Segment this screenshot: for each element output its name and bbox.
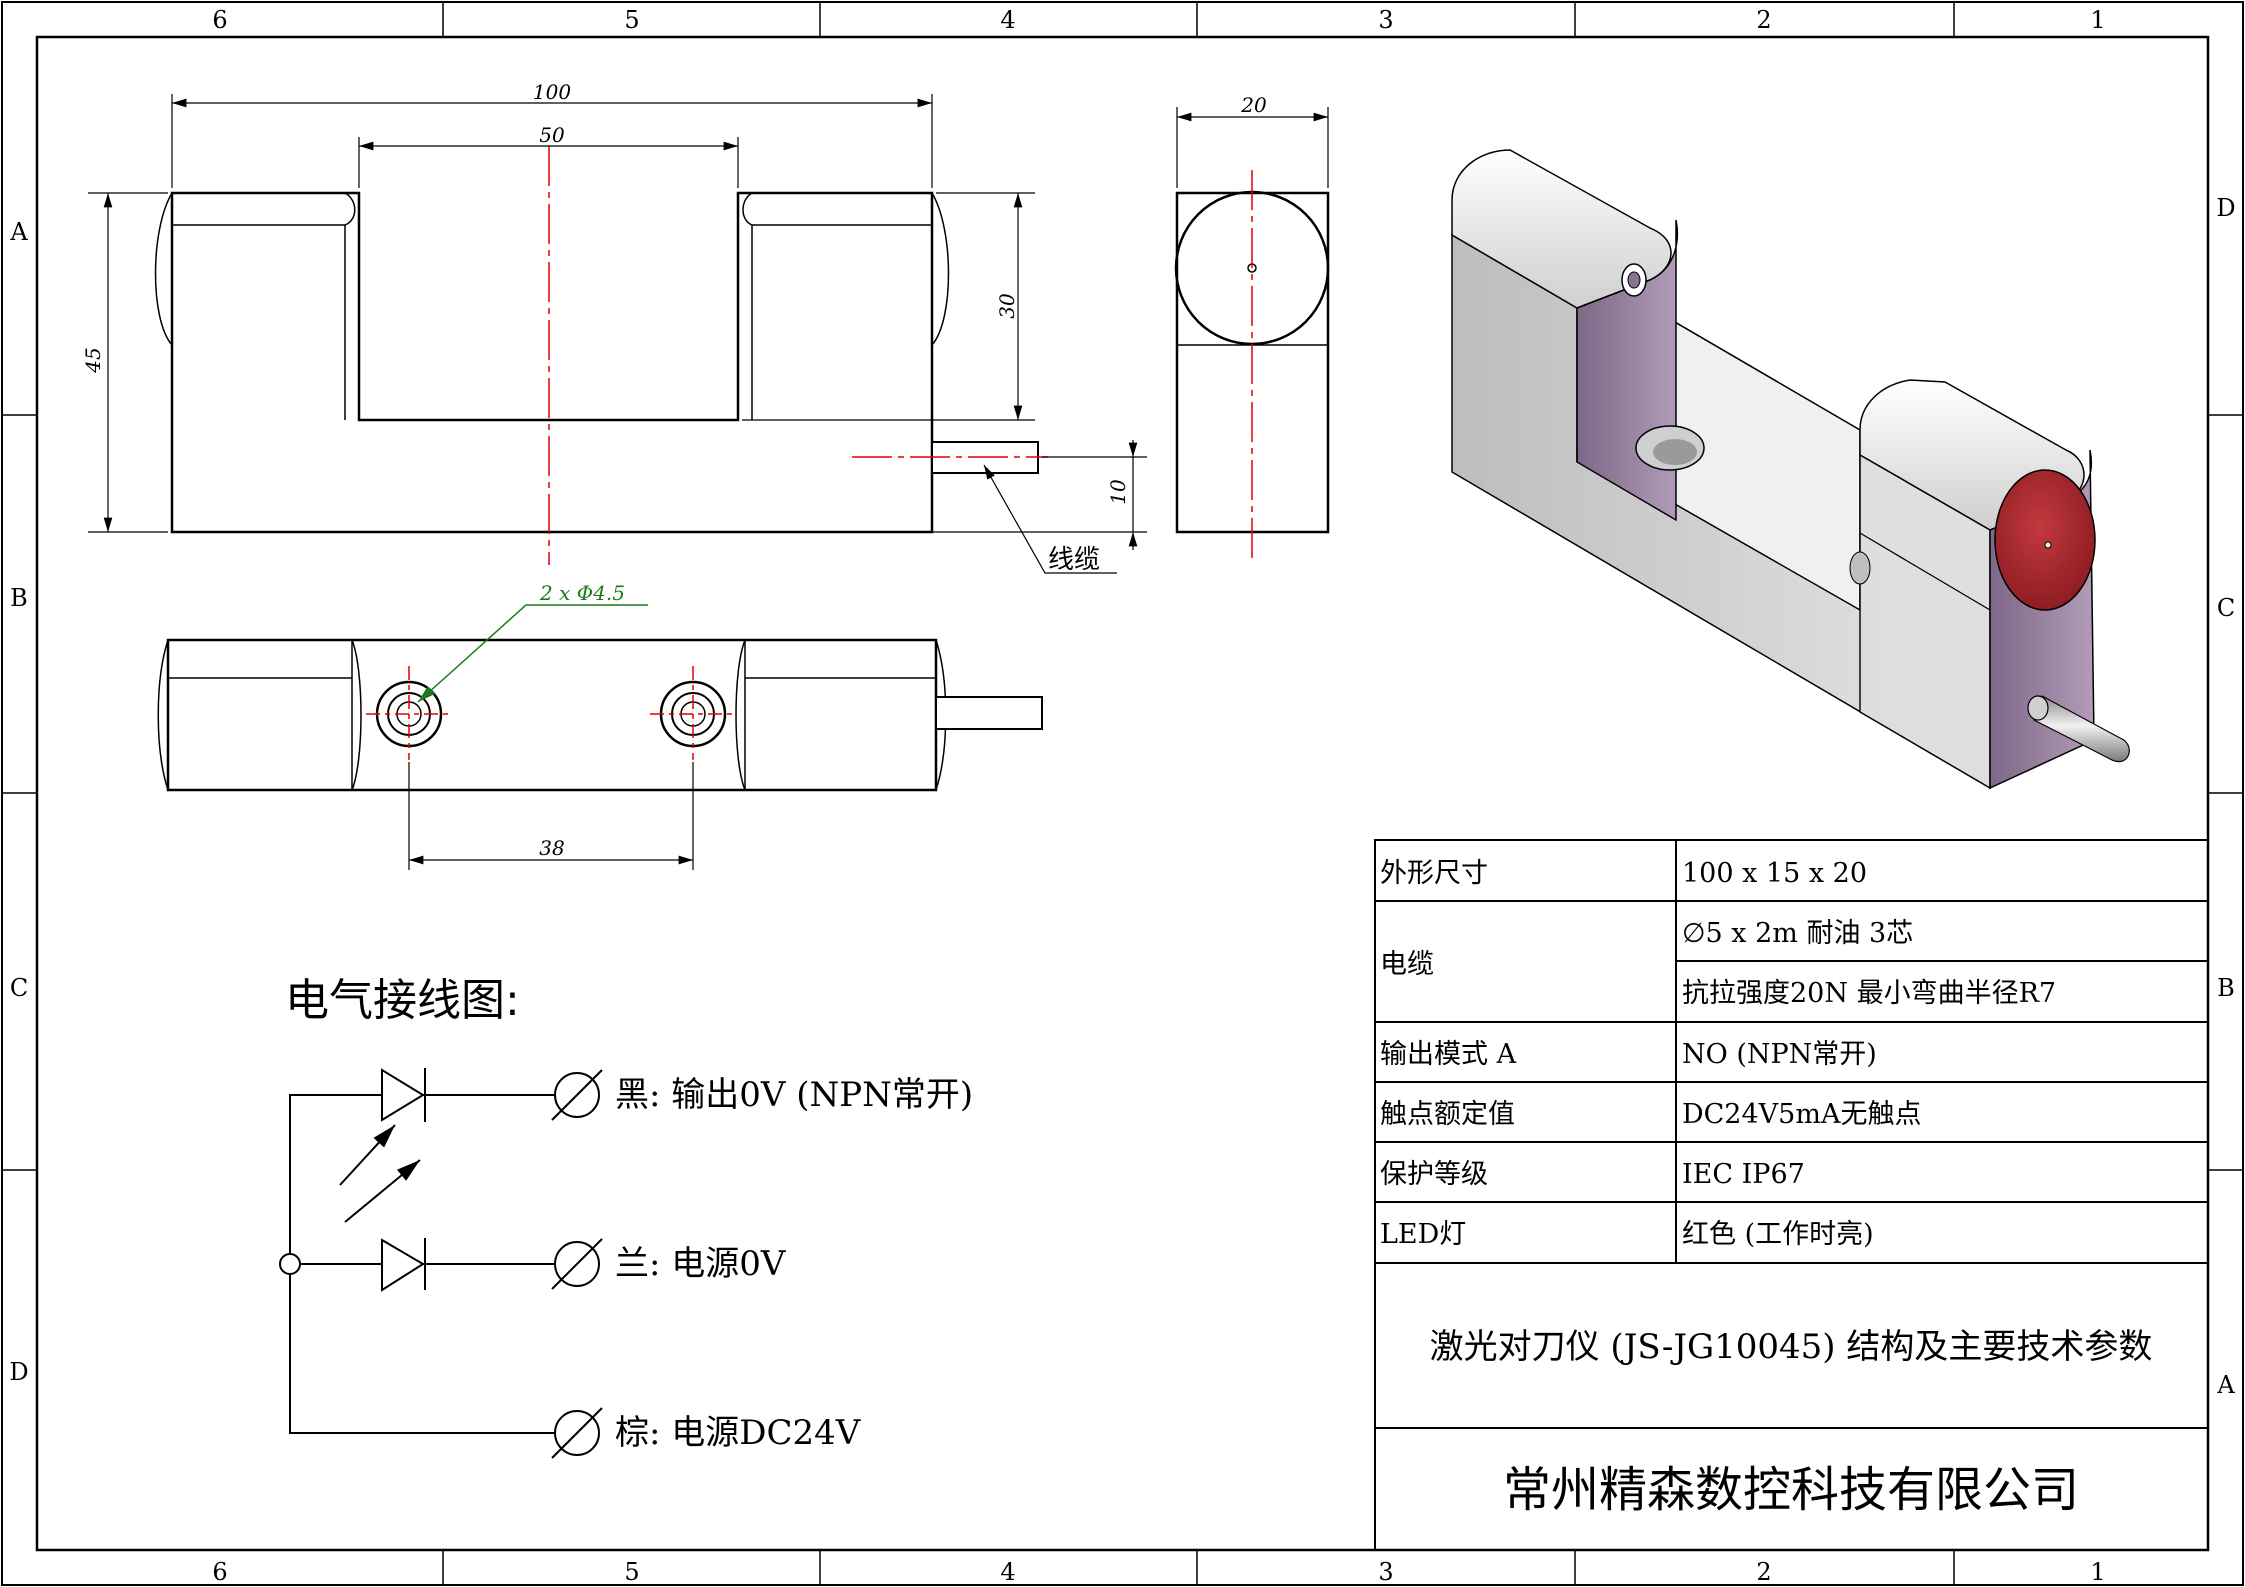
zone-left-2: B xyxy=(10,584,28,612)
led-lens xyxy=(1994,469,2096,611)
zone-top-1: 6 xyxy=(212,6,227,34)
zone-right-2: C xyxy=(2217,594,2235,622)
wiring-diagram: 电气接线图: 黑: 输出0V (NPN常开) 兰: 电源0V 棕: 电源DC24… xyxy=(279,975,973,1459)
spec-label-rating: 触点额定值 xyxy=(1380,1099,1515,1130)
zone-right-3: B xyxy=(2217,974,2235,1002)
product-title: 激光对刀仪 (JS-JG10045) 结构及主要技术参数 xyxy=(1430,1327,2153,1367)
zone-bottom-1: 6 xyxy=(212,1558,227,1586)
zone-bottom-4: 3 xyxy=(1378,1558,1393,1586)
top-view: 38 2 x Φ4.5 xyxy=(157,581,1043,870)
front-view xyxy=(154,146,1048,565)
zone-labels: 6 5 4 3 2 1 6 5 4 3 2 1 A B C D D C B A xyxy=(9,6,2235,1586)
spec-label-cable: 电缆 xyxy=(1380,949,1434,980)
wire-black-label: 黑: 输出0V (NPN常开) xyxy=(615,1075,973,1115)
spec-label-output: 输出模式 A xyxy=(1380,1039,1517,1070)
wiring-title: 电气接线图: xyxy=(285,975,520,1026)
zone-right-1: D xyxy=(2216,194,2235,222)
dim-height: 45 xyxy=(81,347,105,373)
spec-value-rating: DC24V5mA无触点 xyxy=(1682,1099,1921,1130)
zone-left-1: A xyxy=(9,218,28,246)
zone-top-5: 2 xyxy=(1756,6,1771,34)
spec-value-protection: IEC IP67 xyxy=(1682,1159,1805,1190)
spec-table: 外形尺寸 100 x 15 x 20 电缆 ∅5 x 2m 耐油 3芯 抗拉强度… xyxy=(1374,839,2209,1551)
hole-callout: 2 x Φ4.5 xyxy=(539,581,625,605)
zone-bottom-5: 2 xyxy=(1756,1558,1771,1586)
dim-overall-length: 100 xyxy=(533,80,571,104)
spec-value-output: NO (NPN常开) xyxy=(1682,1039,1877,1070)
spec-value-cable-2: 抗拉强度20N 最小弯曲半径R7 xyxy=(1682,978,2056,1009)
zone-bottom-3: 4 xyxy=(1000,1558,1015,1586)
zone-left-4: D xyxy=(9,1358,28,1386)
cable-label: 线缆 xyxy=(1048,545,1100,575)
spec-value-dimensions: 100 x 15 x 20 xyxy=(1682,858,1867,889)
dim-slot-width: 50 xyxy=(539,123,565,147)
zone-right-4: A xyxy=(2216,1371,2235,1399)
dim-cable-offset: 10 xyxy=(1106,479,1130,505)
dim-side-width: 20 xyxy=(1240,93,1267,117)
zone-left-3: C xyxy=(10,974,28,1002)
wire-blue-label: 兰: 电源0V xyxy=(615,1244,787,1284)
zone-top-4: 3 xyxy=(1378,6,1393,34)
isometric-view xyxy=(1451,149,2130,790)
spec-value-led: 红色 (工作时亮) xyxy=(1682,1219,1874,1250)
side-view: 20 xyxy=(1174,93,1330,563)
spec-label-protection: 保护等级 xyxy=(1380,1159,1488,1190)
spec-value-cable-1: ∅5 x 2m 耐油 3芯 xyxy=(1682,918,1913,949)
zone-bottom-6: 1 xyxy=(2090,1558,2105,1586)
wire-brown-label: 棕: 电源DC24V xyxy=(615,1413,862,1453)
spec-label-led: LED灯 xyxy=(1380,1219,1466,1250)
front-view-dimensions: 100 50 45 30 10 线缆 xyxy=(81,80,1147,575)
dim-hole-spacing: 38 xyxy=(539,836,564,860)
zone-top-2: 5 xyxy=(624,6,639,34)
spec-label-dimensions: 外形尺寸 xyxy=(1380,858,1488,889)
zone-bottom-2: 5 xyxy=(624,1558,639,1586)
zone-top-6: 1 xyxy=(2090,6,2105,34)
dim-slot-depth: 30 xyxy=(995,293,1019,319)
zone-top-3: 4 xyxy=(1000,6,1015,34)
company-name: 常州精森数控科技有限公司 xyxy=(1503,1462,2079,1518)
